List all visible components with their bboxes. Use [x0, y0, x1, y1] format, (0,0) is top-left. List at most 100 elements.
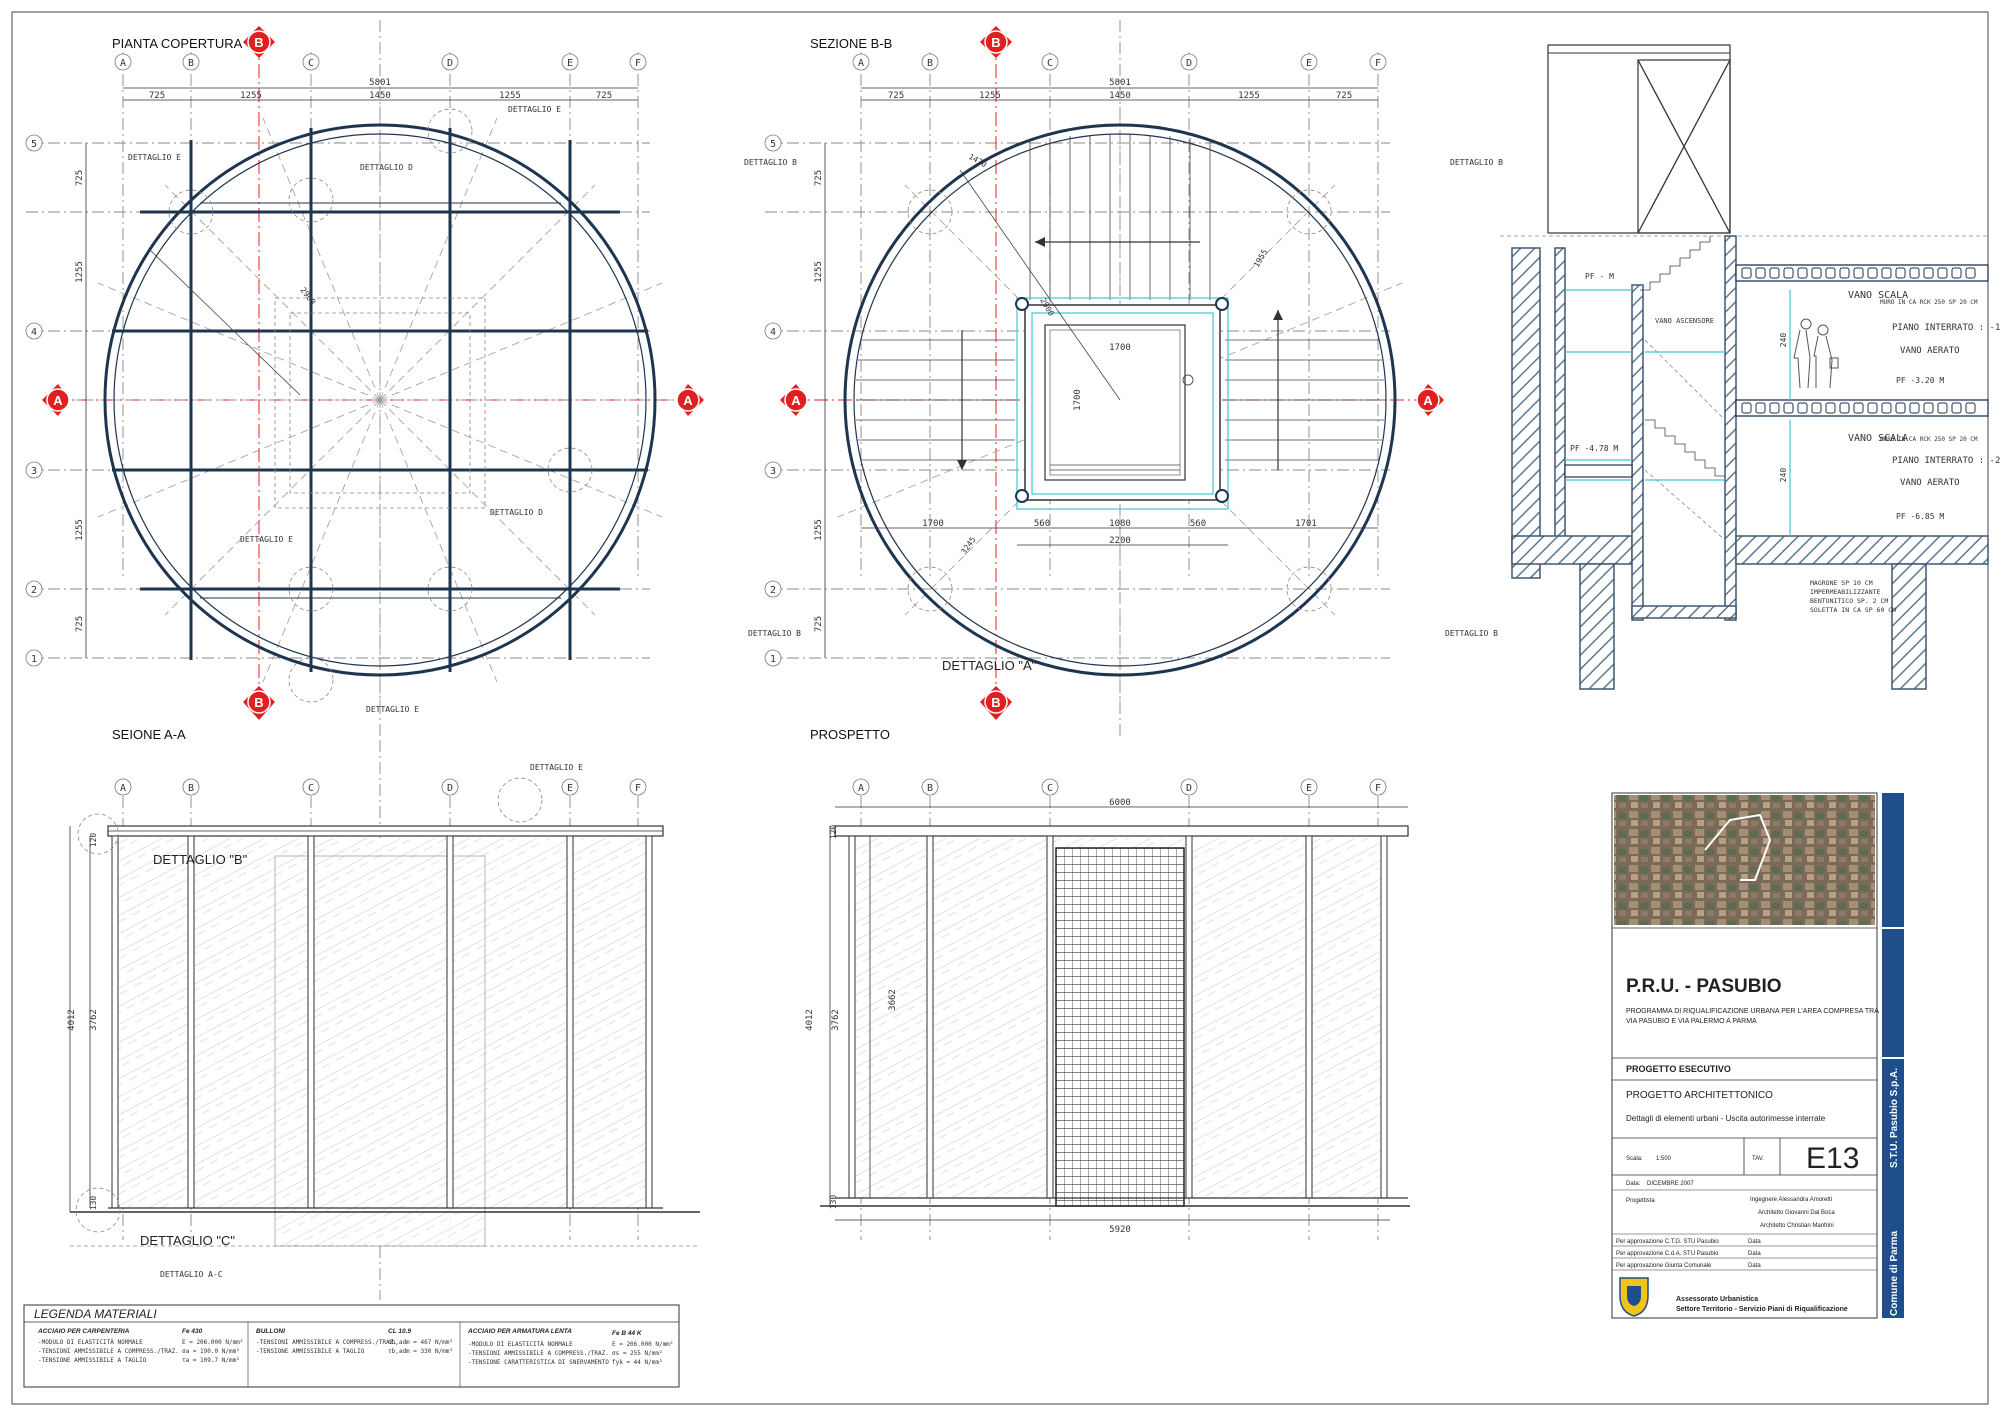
- dim: 1700: [1109, 343, 1131, 353]
- axis-letter: F: [635, 783, 641, 794]
- legend-val: σb,adm = 467 N/mm²: [388, 1339, 453, 1346]
- section-label: VANO ASCENSORE: [1655, 317, 1714, 325]
- dim: 1255: [75, 261, 85, 283]
- dim: 1255: [979, 91, 1001, 101]
- dim: 1255: [814, 261, 824, 283]
- dim: 6000: [1109, 798, 1131, 808]
- svg-text:B: B: [254, 35, 263, 50]
- dim-overall: 5801: [1109, 78, 1131, 88]
- approval-row: Per approvazione Giunta Comunale: [1616, 1263, 1712, 1269]
- axis-letter: B: [927, 783, 933, 794]
- plan-sezione-bb: SEZIONE B-B A B C D E F 5 4 3 2 1: [744, 20, 1503, 740]
- axis-letter: C: [1047, 783, 1053, 794]
- legend-col3-head: ACCIAIO PER ARMATURA LENTA: [467, 1328, 572, 1335]
- section-label: PF -4.78 M: [1570, 444, 1618, 453]
- aerial-photo: [1614, 795, 1875, 925]
- tav-value: E13: [1806, 1142, 1859, 1175]
- side-label-stu: S.T.U. Pasubio S.p.A.: [1889, 1068, 1900, 1168]
- axis-letter: F: [1375, 58, 1381, 69]
- approval-data: Data: [1748, 1251, 1761, 1257]
- section-label: 240: [1779, 468, 1788, 483]
- axis-number: 2: [31, 585, 37, 596]
- materials-legend: LEGENDA MATERIALI ACCIAIO PER CARPENTERI…: [23, 1304, 680, 1388]
- legend-row: -TENSIONI AMMISSIBILE A COMPRESS./TRAZ.: [38, 1348, 179, 1355]
- axis-letter: A: [120, 783, 126, 794]
- dim: 3662: [888, 989, 898, 1011]
- svg-text:A: A: [1423, 393, 1433, 408]
- section-label: MURO IN CA RCK 250 SP 20 CM: [1880, 299, 1978, 306]
- project-desc-2: VIA PASUBIO E VIA PALERMO A PARMA: [1626, 1018, 1757, 1025]
- section-marker-a-right: A: [1416, 384, 1444, 416]
- project-subject: Dettagli di elementi urbani - Uscita aut…: [1626, 1114, 1826, 1123]
- section-marker-a-left: A: [780, 384, 808, 416]
- dim: 3762: [89, 1009, 99, 1031]
- axis-number: 4: [770, 327, 776, 338]
- axis-letter: B: [927, 58, 933, 69]
- section-marker-b-top: B: [980, 26, 1012, 58]
- section-label: PIANO INTERRATO : -1: [1892, 323, 2000, 333]
- axis-letter: A: [858, 58, 864, 69]
- axis-letter: B: [188, 783, 194, 794]
- side-band: [1882, 793, 1904, 1318]
- section-label: IMPERMEABILIZZANTE: [1810, 588, 1881, 596]
- legend-val: E = 206.000 N/mm²: [612, 1341, 673, 1348]
- date-value: DICEMBRE 2007: [1647, 1181, 1694, 1187]
- section-label: VANO AERATO: [1900, 478, 1960, 488]
- title-prospetto: PROSPETTO: [810, 727, 890, 742]
- detail-label: DETTAGLIO B: [748, 629, 801, 638]
- detail-label: DETTAGLIO B: [1450, 158, 1503, 167]
- dim: 1255: [499, 91, 521, 101]
- detail-a-label: DETTAGLIO "A": [942, 658, 1037, 673]
- legend-row: -TENSIONI AMMISSIBILE A COMPRESS./TRAZ.: [468, 1350, 609, 1357]
- coat-of-arms-icon: [1619, 1277, 1649, 1317]
- section-marker-b-bottom: B: [980, 686, 1012, 720]
- legend-row: -MODULO DI ELASTICITÀ NORMALE: [38, 1339, 143, 1346]
- section-label: PF -3.20 M: [1896, 376, 1944, 385]
- dim-overall: 5801: [369, 78, 391, 88]
- dim: 1255: [814, 519, 824, 541]
- tav-label: TAV.: [1752, 1156, 1764, 1162]
- footer-2: Settore Territorio - Servizio Piani di R…: [1676, 1306, 1848, 1313]
- dim: 725: [814, 170, 824, 186]
- side-label-comune: Comune di Parma: [1889, 1231, 1900, 1316]
- legend-col2-grade: CL 10.9: [388, 1328, 411, 1335]
- axis-letter: C: [1047, 58, 1053, 69]
- dim: 560: [1190, 519, 1206, 529]
- dim: 725: [814, 616, 824, 632]
- title-pianta-copertura: PIANTA COPERTURA: [112, 36, 243, 51]
- detail-label: DETTAGLIO D: [360, 163, 413, 172]
- vertical-section-diagram: PF - M VANO ASCENSORE VANO SCALA MURO IN…: [1500, 44, 2000, 690]
- dim: 4012: [805, 1009, 815, 1031]
- section-label: MAGRONE SP 10 CM: [1810, 579, 1873, 587]
- legend-row: -TENSIONI AMMISSIBILE A COMPRESS./TRAZ.: [256, 1339, 397, 1346]
- axis-letter: D: [447, 58, 453, 69]
- dim: 120: [829, 825, 838, 840]
- axis-letter: A: [120, 58, 126, 69]
- designer-label: Progettista: [1626, 1198, 1655, 1204]
- legend-col1-head: ACCIAIO PER CARPENTERIA: [37, 1328, 130, 1335]
- axis-number: 3: [31, 466, 37, 477]
- axis-number: 4: [31, 327, 37, 338]
- legend-val: σs = 255 N/mm²: [612, 1350, 663, 1357]
- legend-row: -TENSIONE AMMISSIBILE A TAGLIO: [38, 1357, 147, 1364]
- dim: 1955: [1252, 248, 1270, 269]
- scale-label: Scala:: [1626, 1156, 1643, 1162]
- detail-label: DETTAGLIO B: [744, 158, 797, 167]
- svg-text:A: A: [683, 393, 693, 408]
- axis-letter: D: [447, 783, 453, 794]
- axis-letter: C: [308, 783, 314, 794]
- axis-letter: B: [188, 58, 194, 69]
- svg-text:B: B: [991, 35, 1000, 50]
- axis-number: 3: [770, 466, 776, 477]
- dim: 725: [596, 91, 612, 101]
- dim: 1470: [967, 152, 988, 170]
- detail-label: DETTAGLIO A-C: [160, 1270, 223, 1279]
- footer-1: Assessorato Urbanistica: [1676, 1296, 1758, 1303]
- dim: 3245: [959, 535, 978, 556]
- axis-letter: E: [567, 58, 573, 69]
- axis-letter: E: [1306, 58, 1312, 69]
- svg-text:B: B: [254, 695, 263, 710]
- legend-row: -TENSIONE AMMISSIBILE A TAGLIO: [256, 1348, 365, 1355]
- dim: 725: [75, 170, 85, 186]
